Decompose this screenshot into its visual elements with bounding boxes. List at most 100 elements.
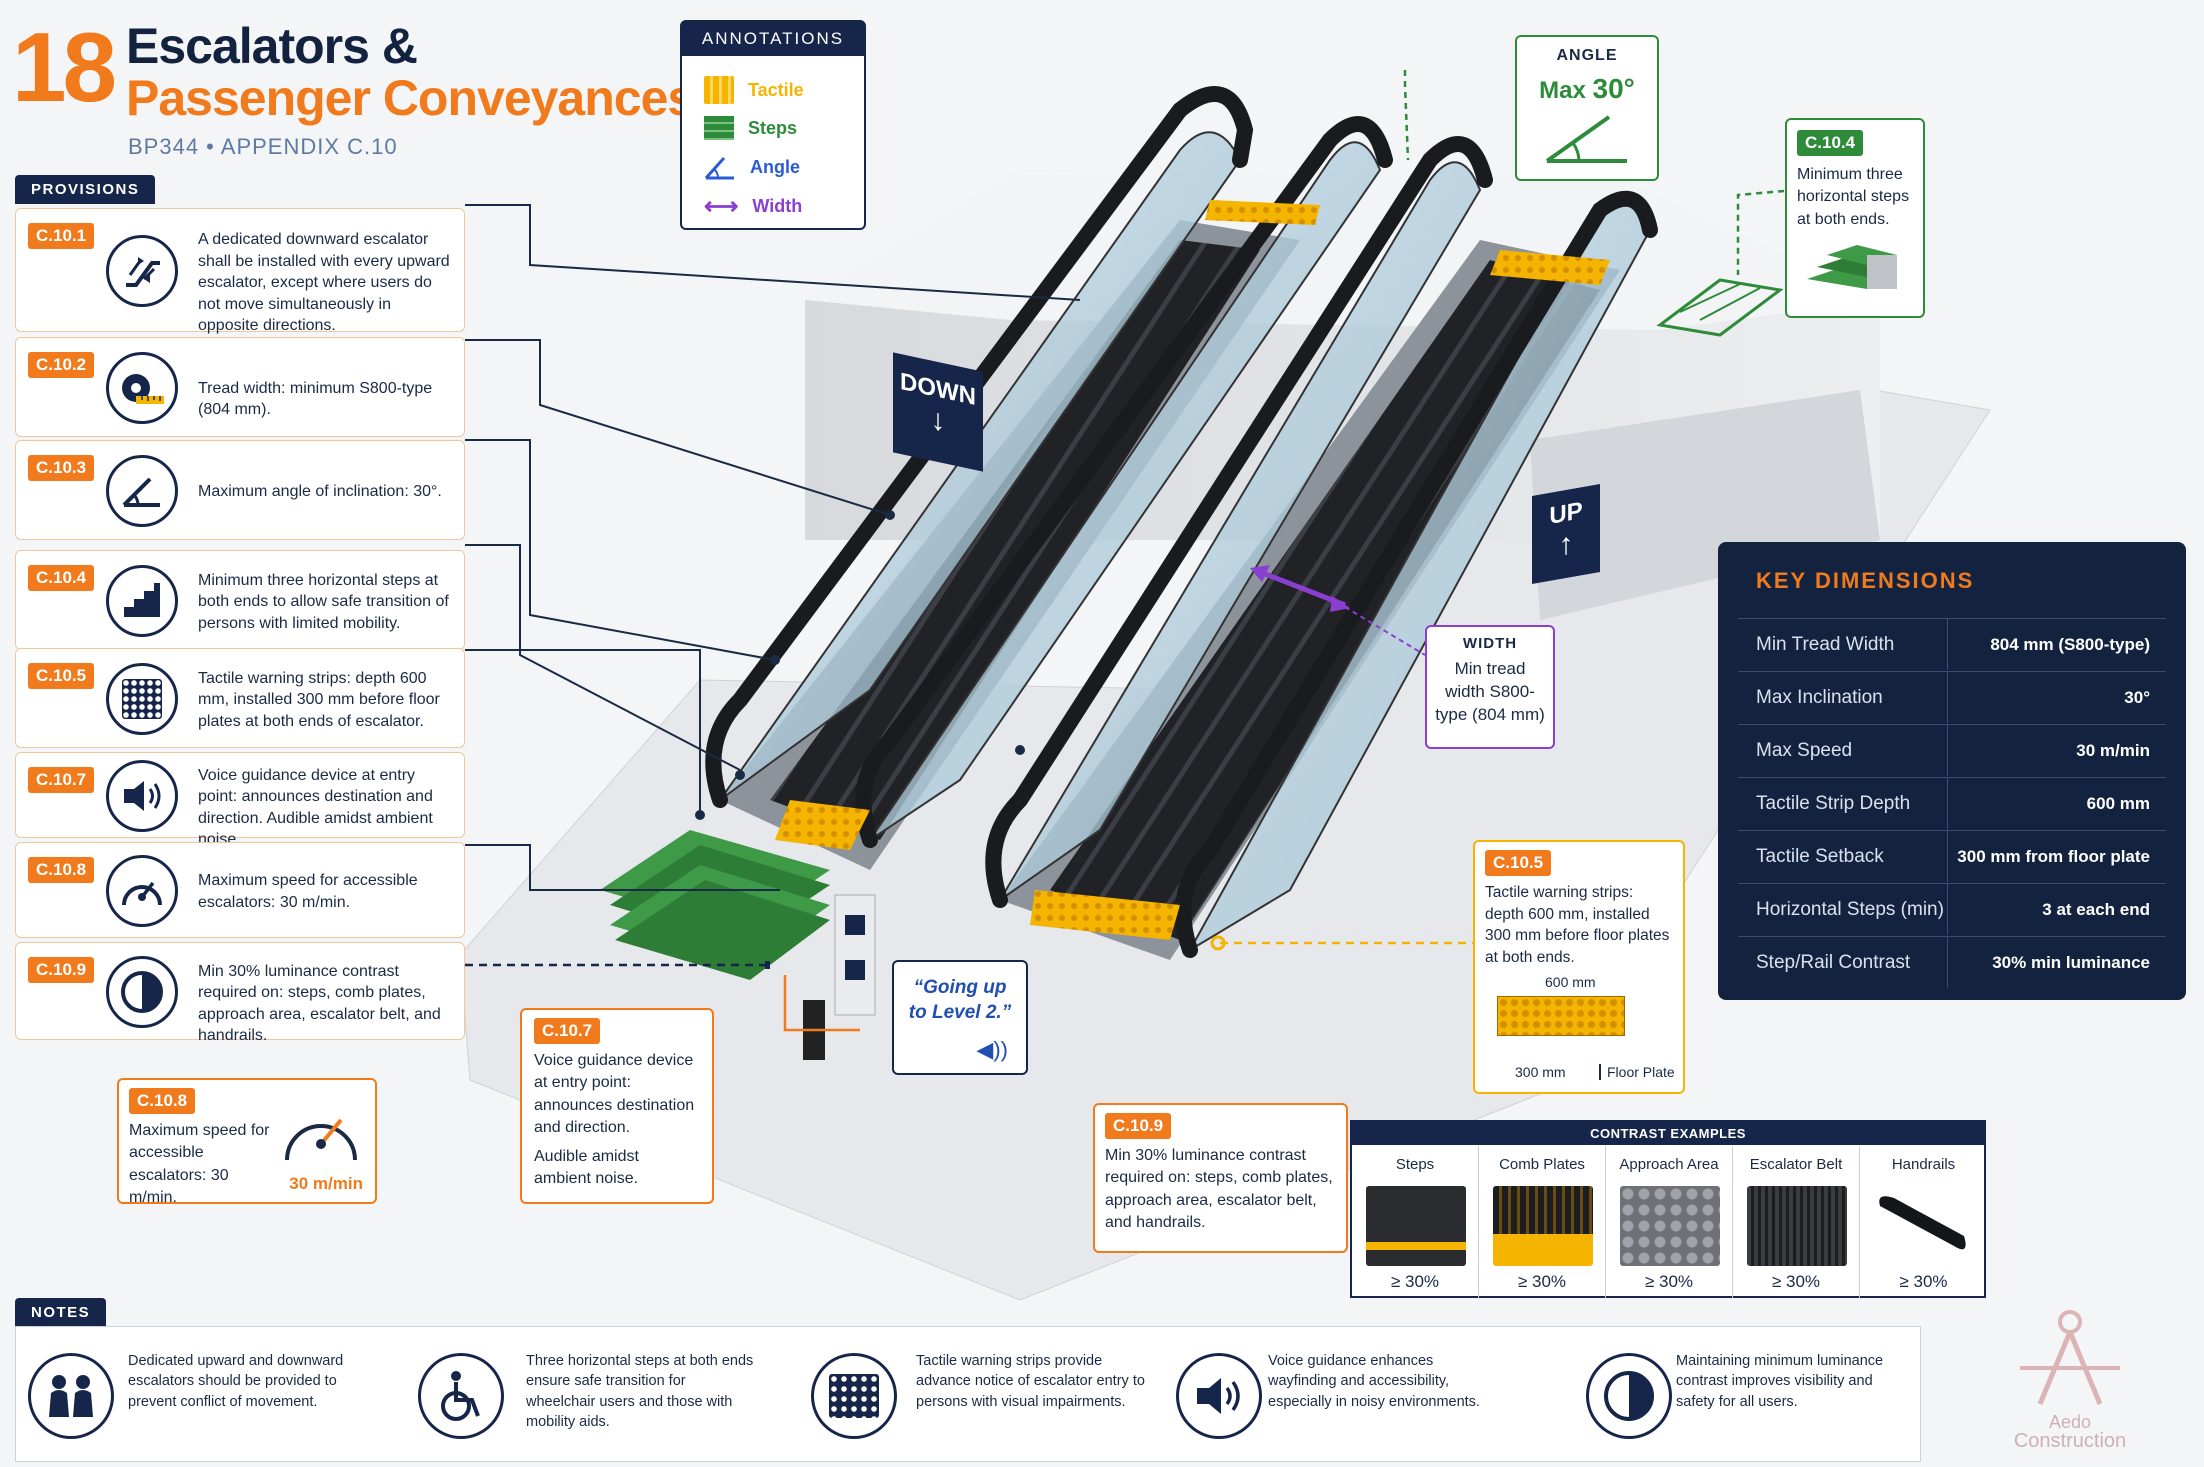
angle-max-label: Max <box>1539 77 1586 104</box>
key-dimension-label: Step/Rail Contrast <box>1738 937 1948 988</box>
provision-c-10-1: C.10.1 A dedicated downward escalator sha… <box>15 208 465 334</box>
contrast-icon <box>1586 1353 1672 1439</box>
speaker-icon <box>106 760 178 832</box>
legend-item-tactile: Tactile <box>704 76 804 104</box>
key-dimension-value: 30° <box>2124 687 2150 707</box>
voice-callout-text1: Voice guidance device at entry point: an… <box>534 1052 695 1137</box>
page-title-line2: Passenger Conveyances <box>126 70 695 126</box>
speedometer-icon <box>106 855 178 927</box>
note-text: Three horizontal steps at both ends ensu… <box>526 1353 754 1430</box>
key-dimension-label: Max Inclination <box>1738 672 1948 723</box>
tactile-callout-code: C.10.5 <box>1485 850 1552 876</box>
provision-text: Maximum angle of inclination: 30°. <box>198 482 442 500</box>
approach-area-sample-image <box>1620 1186 1720 1266</box>
provision-code: C.10.1 <box>28 223 95 249</box>
provision-c-10-4: C.10.4 Minimum three horizontal steps at … <box>15 550 465 650</box>
watermark-line2: Construction <box>2013 1430 2127 1452</box>
angle-callout-title: ANGLE <box>1556 47 1618 64</box>
note-text: Maintaining minimum luminance contrast i… <box>1676 1353 1884 1410</box>
angle-callout-value: Max 30° <box>1517 73 1657 105</box>
tactile-callout: C.10.5 Tactile warning strips: depth 600… <box>1473 840 1685 1094</box>
escalator-belt-sample-image <box>1747 1186 1847 1266</box>
voice-callout-text2: Audible amidst ambient noise. <box>534 1147 639 1187</box>
tactile-icon <box>106 663 178 735</box>
contrast-example-approach-area: Approach Area ≥ 30% <box>1606 1146 1733 1298</box>
page-title-line1: Escalators & <box>126 18 418 74</box>
key-dimension-row: Tactile Setback 300 mm from floor plate <box>1738 830 2166 882</box>
angle-swatch-icon <box>704 156 734 180</box>
legend-item-width: ⟷ Width <box>704 192 802 221</box>
key-dimension-value: 804 mm (S800-type) <box>1990 634 2150 654</box>
provision-text: Tread width: minimum S800-type (804 mm). <box>198 379 433 419</box>
contrast-label: Comb Plates <box>1499 1156 1585 1173</box>
key-dimension-value: 300 mm from floor plate <box>1957 846 2150 866</box>
angle-icon <box>106 455 178 527</box>
provision-code: C.10.2 <box>28 352 95 378</box>
key-dimension-value: 600 mm <box>2086 793 2150 813</box>
speed-callout-text: Maximum speed for accessible escalators:… <box>129 1122 270 1207</box>
key-dimension-label: Horizontal Steps (min) <box>1738 884 1948 935</box>
provision-text: Minimum three horizontal steps at both e… <box>198 571 449 632</box>
key-dimension-row: Max Inclination 30° <box>1738 671 2166 723</box>
speed-callout: C.10.8 Maximum speed for accessible esca… <box>117 1078 377 1206</box>
legend-item-steps: Steps <box>704 116 797 140</box>
legend-label: Width <box>752 196 803 216</box>
legend-label: Tactile <box>748 79 804 100</box>
annotations-legend: ANNOTATIONS Tactile Steps Angle ⟷ Width <box>680 20 866 230</box>
key-dimension-label: Min Tread Width <box>1738 619 1948 670</box>
speed-gauge-label: 30 m/min <box>289 1174 363 1193</box>
provision-text: Voice guidance device at entry point: an… <box>198 766 433 849</box>
page-subtitle: BP344 • APPENDIX C.10 <box>128 134 398 159</box>
tactile-dim-300: 300 mm <box>1515 1064 1566 1080</box>
up-sign: UP ↑ <box>1532 484 1600 584</box>
contrast-value: ≥ 30% <box>1644 1272 1694 1291</box>
contrast-icon <box>106 956 178 1028</box>
contrast-label: Handrails <box>1891 1156 1956 1173</box>
provision-code: C.10.4 <box>28 565 95 591</box>
key-dimension-value: 30 m/min <box>2076 740 2150 760</box>
key-dimension-row: Horizontal Steps (min)3 at each end <box>1738 883 2166 935</box>
voice-bubble: “Going up to Level 2.” ◀)) <box>892 960 1028 1075</box>
notes-tag: NOTES <box>15 1298 107 1327</box>
compass-logo-icon <box>2020 1310 2120 1405</box>
watermark-logo: Aedo Construction <box>1995 1308 2145 1451</box>
watermark-line1: Aedo <box>2048 1412 2092 1432</box>
contrast-callout: C.10.9 Min 30% luminance contrast requir… <box>1093 1103 1348 1253</box>
width-callout: WIDTH Min tread width S800-type (804 mm) <box>1425 625 1555 749</box>
stairs-icon <box>106 565 178 637</box>
sound-waves-icon: ◀)) <box>976 1037 1008 1062</box>
key-dimension-label: Tactile Setback <box>1738 831 1948 882</box>
people-icon <box>28 1353 114 1439</box>
key-dimension-label: Max Speed <box>1738 725 1948 776</box>
note-text: Voice guidance enhances wayfinding and a… <box>1268 1353 1480 1410</box>
contrast-callout-code: C.10.9 <box>1105 1113 1172 1139</box>
tactile-callout-text: Tactile warning strips: depth 600 mm, in… <box>1485 884 1670 967</box>
angle-icon <box>1545 115 1627 163</box>
speaker-icon <box>1176 1353 1262 1439</box>
chapter-number: 18 <box>12 12 117 122</box>
contrast-callout-text: Min 30% luminance contrast required on: … <box>1105 1147 1333 1232</box>
contrast-examples-panel: CONTRAST EXAMPLES Steps ≥ 30% Comb Plate… <box>1350 1120 1986 1298</box>
contrast-value: ≥ 30% <box>1899 1272 1948 1291</box>
contrast-value: ≥ 30% <box>1771 1272 1821 1291</box>
contrast-value: ≥ 30% <box>1517 1272 1567 1291</box>
steps-sample-image <box>1366 1186 1466 1266</box>
comb-plates-sample-image <box>1493 1186 1593 1266</box>
tactile-swatch-icon <box>704 76 734 104</box>
legend-label: Angle <box>750 156 801 177</box>
provision-text: Maximum speed for accessible escalators:… <box>198 872 418 911</box>
provision-text: A dedicated downward escalator shall be … <box>198 231 450 335</box>
tactile-floor-plate: Floor Plate <box>1599 1064 1675 1080</box>
note-text: Dedicated upward and downward escalators… <box>128 1353 344 1410</box>
green-steps-icon <box>1807 245 1897 290</box>
tape-measure-icon <box>106 352 178 424</box>
angle-callout: ANGLE Max 30° <box>1515 35 1659 181</box>
provision-code: C.10.5 <box>28 663 95 689</box>
